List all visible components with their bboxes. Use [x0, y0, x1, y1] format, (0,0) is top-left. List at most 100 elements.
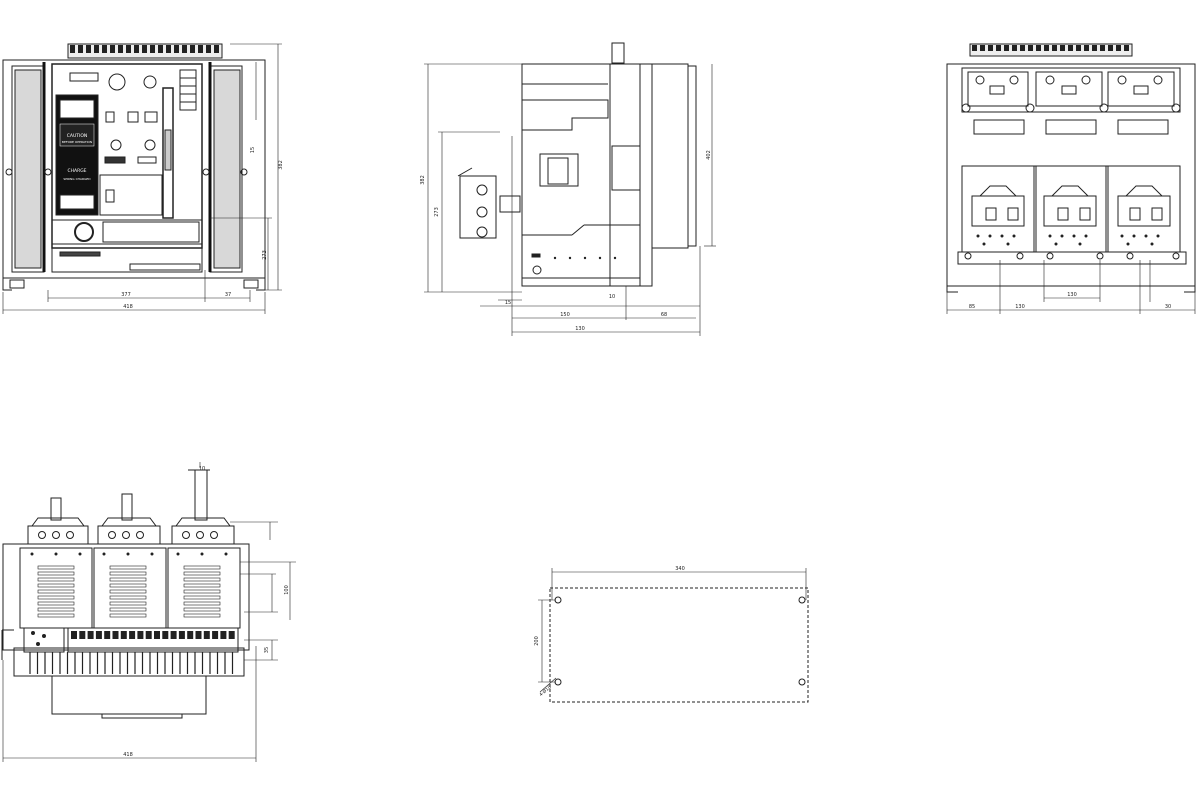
dim-rear-w2: 130	[1015, 304, 1025, 310]
terminal-pin	[1116, 45, 1121, 51]
terminal-pin	[1124, 45, 1129, 51]
rear-pole-tops	[961, 71, 1181, 113]
vent-slot	[183, 601, 221, 606]
terminal-pin	[980, 45, 985, 51]
vent-slot	[37, 589, 75, 594]
terminal-pin	[70, 45, 75, 53]
vent-slot	[109, 571, 147, 576]
rear-terminal-strip	[969, 43, 1133, 57]
vent-slot	[37, 601, 75, 606]
terminal-pin	[110, 45, 115, 53]
vent-screw	[200, 552, 204, 556]
terminal-pin	[162, 631, 169, 639]
vent-slot	[37, 595, 75, 600]
dim-side-b: 130	[575, 326, 585, 332]
vent-slot	[183, 571, 221, 576]
vent-slot	[37, 571, 75, 576]
rear-view: 85 130 130 30	[946, 43, 1196, 314]
front-caution-label: CAUTION	[67, 133, 88, 139]
terminal-pin	[1004, 45, 1009, 51]
mounting-holes	[554, 596, 806, 686]
vent-slot	[183, 583, 221, 588]
dim-mount-h: 200	[534, 636, 540, 646]
terminal-pin	[988, 45, 993, 51]
front-indicator-circle-1	[108, 73, 126, 91]
terminal-pin	[1012, 45, 1017, 51]
dim-top-r2: 35	[264, 647, 270, 653]
terminal-pin	[120, 631, 127, 639]
dim-front-right: 37	[225, 292, 231, 298]
vent-slot	[183, 595, 221, 600]
terminal-pin	[112, 631, 119, 639]
terminal-pin	[206, 45, 211, 53]
vent-slot	[109, 589, 147, 594]
dim-front-mid: 273	[262, 250, 268, 260]
top-view: 418 10 100 35	[1, 462, 296, 762]
terminal-pin	[142, 45, 147, 53]
mounting-outline	[549, 587, 809, 703]
terminal-pin	[190, 45, 195, 53]
vent-screw	[78, 552, 82, 556]
terminal-pin	[1084, 45, 1089, 51]
vent-screw	[102, 552, 106, 556]
dim-side-depth: 402	[706, 150, 712, 160]
vent-slot	[183, 577, 221, 582]
vent-slot	[183, 613, 221, 618]
front-view: CAUTION BEFORE OPERATION CHARGE SPRING C…	[2, 43, 284, 314]
vent-slot	[37, 577, 75, 582]
terminal-pin	[182, 45, 187, 53]
dim-rear-w4: 30	[1165, 304, 1171, 310]
terminal-pin	[1020, 45, 1025, 51]
vent-screw	[54, 552, 58, 556]
terminal-pin	[228, 631, 235, 639]
vent-slot	[183, 565, 221, 570]
dim-side-top: 10	[609, 294, 615, 300]
terminal-pin	[166, 45, 171, 53]
vent-slot	[109, 613, 147, 618]
terminal-pin	[1052, 45, 1057, 51]
terminal-pin	[1068, 45, 1073, 51]
mounting-dimensions	[538, 568, 807, 693]
terminal-pin	[154, 631, 160, 639]
dim-front-small: 15	[250, 147, 256, 153]
side-top-post	[611, 42, 625, 64]
terminal-pin	[145, 631, 152, 639]
vent-slot	[109, 565, 147, 570]
top-dimensions	[2, 462, 296, 762]
terminal-pin	[94, 45, 99, 53]
rear-body	[946, 63, 1196, 287]
vent-slot	[109, 607, 147, 612]
vent-screw	[150, 552, 154, 556]
terminal-pin	[1044, 45, 1049, 51]
dim-side-h2: 382	[420, 175, 426, 185]
terminal-pin	[102, 45, 107, 53]
dim-top-r1: 100	[284, 585, 290, 595]
terminal-pin	[1076, 45, 1081, 51]
terminal-pin	[158, 45, 163, 53]
vent-slot	[109, 577, 147, 582]
vent-slot	[37, 607, 75, 612]
front-terminal-strip	[67, 43, 223, 59]
dim-front-inner: 377	[121, 292, 131, 298]
front-indicator-circle-2	[143, 75, 157, 89]
top-pole-stems	[50, 469, 210, 521]
dim-front-width: 418	[123, 304, 133, 310]
front-push-button	[74, 222, 94, 242]
terminal-pin	[129, 631, 136, 639]
dim-front-height: 382	[278, 160, 284, 170]
terminal-pin	[212, 631, 219, 639]
front-dimensions	[2, 43, 282, 314]
vent-slot	[183, 607, 221, 612]
side-body	[521, 63, 653, 287]
top-vent-slots	[30, 552, 228, 618]
terminal-pin	[187, 631, 194, 639]
terminal-pin	[996, 45, 1001, 51]
terminal-pin	[1100, 45, 1105, 51]
vent-screw	[126, 552, 130, 556]
side-dimensions	[424, 63, 716, 336]
rear-poles	[961, 165, 1181, 253]
rear-bolt-dots	[976, 234, 1160, 246]
terminal-pin	[214, 45, 219, 53]
top-pole-heads	[27, 517, 235, 545]
